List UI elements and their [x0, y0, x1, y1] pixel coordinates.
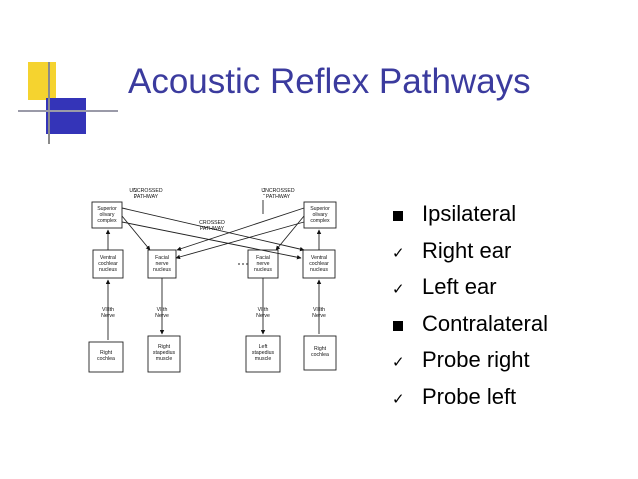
yellow-square-decoration [28, 62, 56, 100]
left-stapedius-box [245, 335, 281, 373]
bullet-text: Probe left [422, 383, 517, 409]
bullet-item-probe-right: ✓ Probe right [392, 342, 548, 379]
right-cochlea-box [88, 341, 124, 373]
bullet-item-left-ear: ✓ Left ear [392, 269, 548, 306]
corner-decoration [0, 0, 120, 150]
vertical-rule [48, 62, 50, 144]
blue-square-decoration [46, 98, 86, 134]
bullet-text: Contralateral [422, 310, 548, 336]
bullet-text: Ipsilateral [422, 201, 517, 227]
bullet-item-ipsilateral: Ipsilateral [392, 196, 548, 233]
checkmark-icon: ✓ [392, 389, 405, 408]
bullet-text: Left ear [422, 274, 497, 300]
bullet-text: Right ear [422, 237, 512, 263]
checkmark-icon: ✓ [392, 280, 405, 299]
bullet-item-contralateral: Contralateral [392, 306, 548, 343]
bullet-list: Ipsilateral ✓ Right ear ✓ Left ear Contral… [392, 196, 548, 415]
right-stapedius-box [147, 335, 181, 373]
bullet-item-right-ear: ✓ Right ear [392, 233, 548, 270]
square-bullet-icon [393, 320, 403, 331]
left-cochlea-box [303, 335, 337, 371]
horizontal-rule [18, 110, 118, 112]
checkmark-icon: ✓ [392, 353, 405, 372]
square-bullet-icon [393, 211, 403, 222]
superior-olivary-left-box [91, 201, 123, 229]
superior-olivary-right-box [303, 201, 337, 229]
slide-title: Acoustic Reflex Pathways [128, 62, 531, 101]
checkmark-icon: ✓ [392, 243, 405, 262]
bullet-item-probe-left: ✓ Probe left [392, 379, 548, 416]
bullet-text: Probe right [422, 347, 530, 373]
ventral-cochlear-right-box [302, 249, 336, 279]
